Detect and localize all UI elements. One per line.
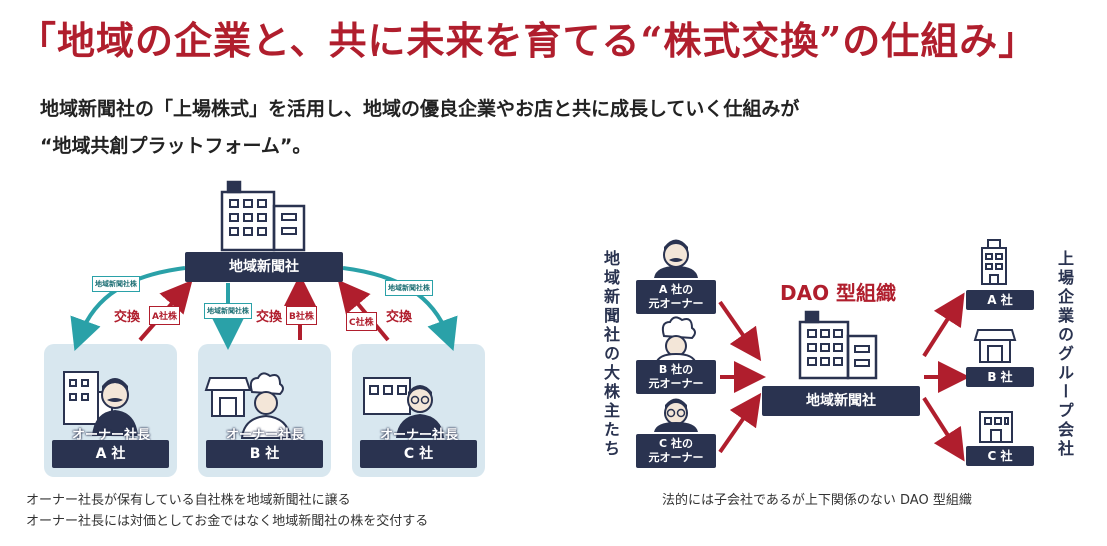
hub-label-left: 地域新聞社 [185,252,343,282]
group-b-label: B 社 [966,367,1034,387]
former-owner-a-line1: A 社の [658,283,694,296]
company-c-label: C 社 [360,440,477,468]
hub-label-right: 地域新聞社 [762,386,920,416]
company-cert-b: B社株 [286,306,317,325]
group-c-label: C 社 [966,446,1034,466]
lead-line-1: 地域新聞社の「上場株式」を活用し、地域の優良企業やお店と共に成長していく仕組みが [40,98,800,120]
former-owner-c-line2: 元オーナー [648,451,704,464]
hub-cert-c: 地域新聞社株 [385,280,433,296]
company-cert-a: A社株 [149,306,180,325]
owner-label-b: オーナー社長 [225,428,304,443]
hub-cert-a: 地域新聞社株 [92,276,140,292]
former-owner-c-line1: C 社の [659,437,693,450]
former-owner-b-line2: 元オーナー [648,377,704,390]
arrow-owner-c-to-dao [718,392,762,454]
group-a-building-icon [981,239,1007,285]
dao-label: DAO 型組織 [780,281,897,305]
owner-c-icon [396,385,444,438]
former-owner-b-line1: B 社の [658,363,694,376]
dao-building-icon [798,310,878,380]
left-note-1: オーナー社長が保有している自社株を地域新聞社に譲る [26,493,351,508]
former-owner-b-chef-icon [654,316,698,365]
company-b-shop-icon [204,377,252,417]
group-c-building-icon [979,411,1013,443]
former-owner-c-label: C 社の 元オーナー [636,434,716,468]
lead-line-2: “地域共創プラットフォーム”。 [40,135,312,157]
former-owner-a-icon [654,239,698,278]
group-b-shop-icon [973,329,1017,363]
company-c-building-icon [363,377,411,415]
left-note-2: オーナー社長には対価としてお金ではなく地域新聞社の株を交付する [26,514,429,529]
former-owner-a-label: A 社の 元オーナー [636,280,716,314]
company-cert-c: C社株 [346,312,377,331]
former-owner-a-line2: 元オーナー [648,297,704,310]
exchange-label-a: 交換 [114,310,141,325]
owner-b-chef-icon [240,372,292,439]
arrow-owner-a-to-dao [718,300,762,362]
exchange-label-b: 交換 [256,310,283,325]
group-a-label: A 社 [966,290,1034,310]
owner-label-a: オーナー社長 [71,428,150,443]
page-title: 「地域の企業と、共に未来を育てる“株式交換”の仕組み」 [18,18,1038,63]
arrow-dao-to-a [922,292,965,358]
former-owner-c-icon [654,398,698,432]
group-vertical-label: 上場企業のグループ会社 [1055,250,1074,459]
hub-cert-b: 地域新聞社株 [204,303,252,319]
owner-label-c: オーナー社長 [379,428,458,443]
hub-building-icon [220,180,306,252]
right-note: 法的には子会社であるが上下関係のない DAO 型組織 [662,493,972,508]
former-owner-b-label: B 社の 元オーナー [636,360,716,394]
company-b-label: B 社 [206,440,323,468]
owner-a-icon [92,378,138,436]
company-a-label: A 社 [52,440,169,468]
arrow-dao-to-c [922,396,965,462]
shareholders-vertical-label: 地域新聞社の大株主たち [601,250,620,459]
exchange-label-c: 交換 [386,310,413,325]
